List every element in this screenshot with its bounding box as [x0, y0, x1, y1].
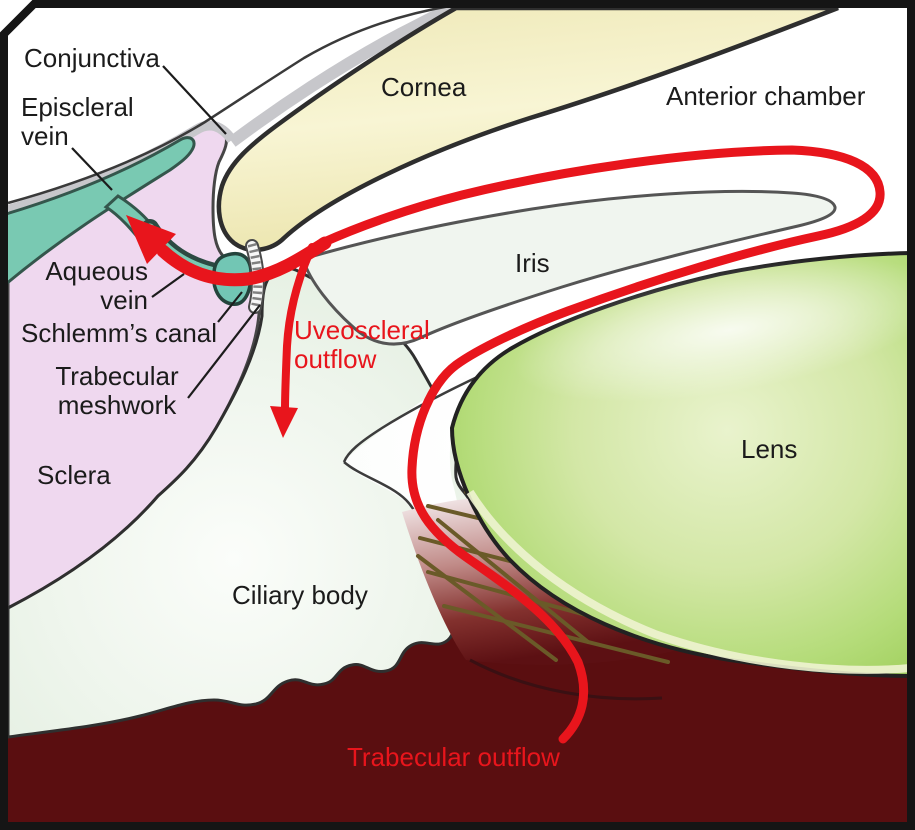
pointer-line-episcleral-vein	[71, 147, 113, 191]
uveoscleral-outflow-path	[281, 243, 316, 414]
pointer-line-schlemms-canal	[217, 291, 243, 323]
label-uveoscleral-outflow: Uveoscleral outflow	[294, 315, 430, 375]
label-trabecular-meshwork: Trabecular meshwork	[55, 361, 179, 421]
label-aqueous-vein: Aqueous vein	[45, 256, 148, 316]
lens-rim	[466, 489, 911, 674]
uveoscleral-outflow-arrowhead	[270, 406, 298, 438]
cornea-sheath	[228, 2, 455, 147]
cornea-shape	[216, 5, 839, 253]
label-ciliary-body: Ciliary body	[232, 580, 368, 610]
label-cornea: Cornea	[381, 72, 467, 102]
label-lens: Lens	[741, 434, 798, 464]
iris-shape	[301, 189, 837, 346]
pointer-line-aqueous-vein	[151, 273, 185, 298]
label-episcleral-vein: Episcleral vein	[21, 92, 134, 152]
pointer-lines	[71, 65, 261, 399]
trabecular-meshwork-hatch	[247, 242, 263, 310]
conjunctiva-outline	[7, 4, 451, 205]
zonule-shadow-line	[469, 658, 663, 701]
label-schlemms-canal: Schlemm’s canal	[21, 318, 218, 348]
label-conjunctiva: Conjunctiva	[24, 43, 160, 73]
label-trabecular-outflow: Trabecular outflow	[347, 742, 560, 772]
trabecular-outflow-path	[317, 145, 885, 744]
label-anterior-chamber: Anterior chamber	[666, 81, 866, 111]
pointer-line-trabecular-meshwork	[187, 304, 261, 399]
label-sclera: Sclera	[37, 460, 111, 490]
episcleral-vein-band	[4, 136, 196, 288]
trabecular-outflow-arrowhead	[126, 215, 176, 264]
pointer-line-conjunctiva	[162, 65, 227, 135]
label-iris: Iris	[515, 248, 550, 278]
